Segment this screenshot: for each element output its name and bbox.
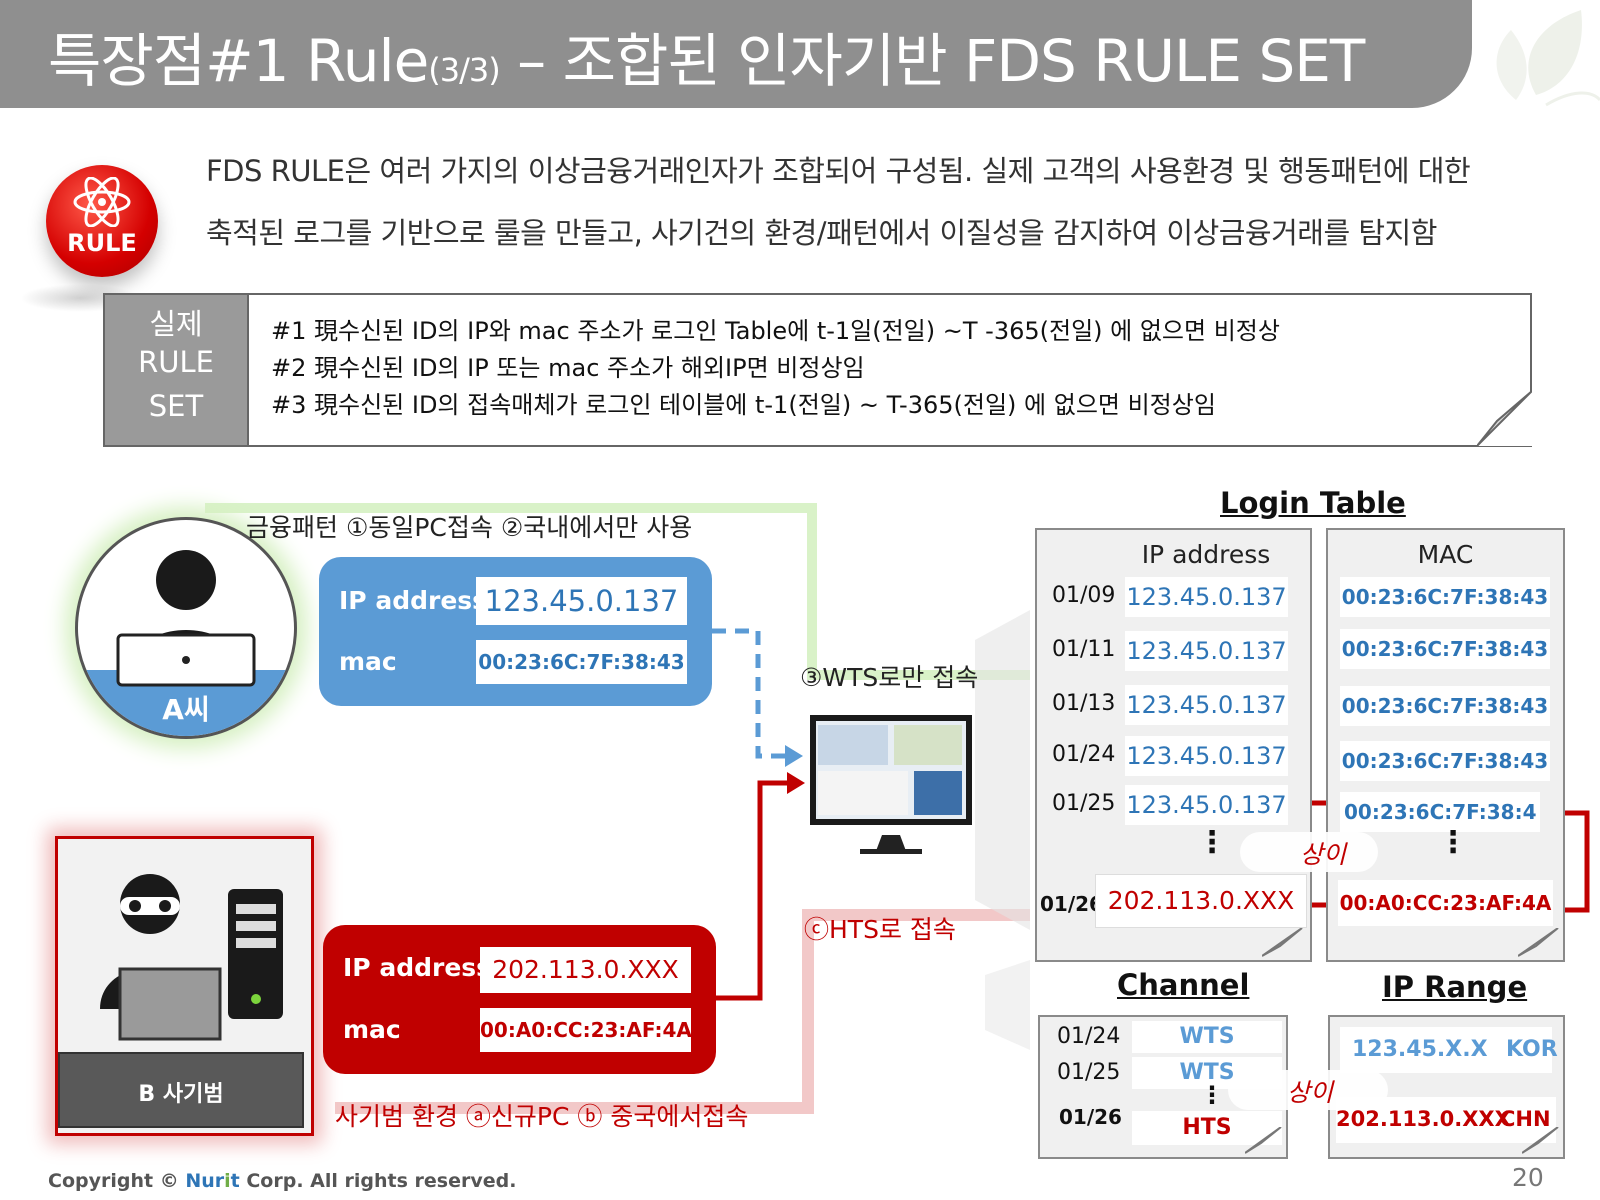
login-row-date: 01/09: [1052, 583, 1116, 608]
login-row-date: 01/24: [1052, 742, 1116, 767]
channel-panel: 01/24 WTS 01/25 WTS ⋮ 01/26 HTS: [1038, 1015, 1288, 1159]
login-diff-label: 상이: [1300, 840, 1347, 869]
woman-laptop-icon: [78, 550, 294, 736]
ip-range-title: IP Range: [1382, 970, 1528, 1004]
user-b-card: B 사기범: [55, 836, 314, 1136]
wts-note: ③WTS로만 접속: [800, 663, 979, 692]
page-curl-decoration: [1522, 1127, 1559, 1154]
leaf-decoration-icon: [1496, 10, 1600, 107]
hacker-pc-icon: [100, 874, 283, 1041]
diff-bubble: [1240, 832, 1378, 872]
login-row-date: 01/25: [1052, 791, 1116, 816]
copyright: Copyright © Nurit Corp. All rights reser…: [48, 1170, 516, 1192]
channel-title: Channel: [1117, 968, 1250, 1002]
login-mac-dots: ⋮: [1438, 825, 1468, 860]
rule-item: #1 現수신된 ID의 IP와 mac 주소가 로그인 Table에 t-1일(…: [271, 317, 1280, 345]
rule-badge: RULE: [46, 165, 158, 277]
login-new-date: 01/26: [1040, 892, 1103, 916]
ip-range-value: 202.113.0.XXX: [1336, 1107, 1511, 1131]
brand-part: Nur: [185, 1170, 225, 1192]
user-a-ip-value: 123.45.0.137: [476, 577, 687, 625]
user-a-mac-label: mac: [339, 647, 397, 676]
channel-row-date: 01/25: [1057, 1060, 1121, 1085]
rule-set-side-label: SET: [148, 389, 204, 423]
login-row-mac: 00:23:6C:7F:38:43: [1340, 741, 1550, 781]
login-row-date: 01/13: [1052, 691, 1116, 716]
diff-bubble: [1228, 1070, 1388, 1110]
ip-range-value: 123.45.X.X: [1352, 1037, 1488, 1062]
atom-icon: [73, 177, 131, 227]
title-main: 특장점#1 Rule: [48, 27, 429, 95]
user-a-ip-label: IP address: [339, 586, 488, 615]
page-curl-decoration: [1245, 1127, 1282, 1154]
user-a-panel: IP address 123.45.0.137 mac 00:23:6C:7F:…: [319, 557, 712, 706]
login-table-mac-panel: MAC 00:23:6C:7F:38:43 00:23:6C:7F:38:43 …: [1326, 528, 1565, 962]
brand-part: t: [230, 1170, 240, 1192]
ip-range-panel: 123.45.X.X KOR 202.113.0.XXX CHN: [1328, 1015, 1565, 1159]
login-new-mac: 00:A0:CC:23:AF:4A: [1338, 880, 1553, 926]
title-sub: (3/3): [428, 51, 500, 89]
user-b-name: B 사기범: [138, 1082, 224, 1107]
ip-range-country: CHN: [1500, 1107, 1551, 1131]
channel-row-date: 01/26: [1059, 1105, 1122, 1129]
login-table-mac-header: MAC: [1417, 540, 1474, 569]
login-table-title: Login Table: [1220, 486, 1406, 520]
rule-set-side-label: 실제: [149, 307, 203, 341]
user-b-label-box: B 사기범: [58, 1052, 304, 1128]
title-bar: [0, 0, 1472, 108]
user-b-ip-value: 202.113.0.XXX: [480, 947, 691, 993]
ip-range-row: 123.45.X.X KOR: [1340, 1027, 1558, 1073]
login-row-mac: 00:23:6C:7F:38:4: [1340, 792, 1540, 832]
copyright-prefix: Copyright ©: [48, 1170, 186, 1192]
monitor-icon: [810, 715, 972, 854]
login-table-ip-header: IP address: [1141, 540, 1271, 569]
login-row-mac: 00:23:6C:7F:38:43: [1340, 577, 1550, 617]
user-b-mac-value: 00:A0:CC:23:AF:4A: [480, 1008, 692, 1052]
channel-dots: ⋮: [1200, 1081, 1224, 1109]
login-row-ip: 123.45.0.137: [1125, 577, 1288, 617]
login-row-date: 01/11: [1052, 637, 1116, 662]
intro-line-2: 축적된 로그를 기반으로 룰을 만들고, 사기건의 환경/패턴에서 이질성을 감…: [206, 216, 1437, 250]
title-rest: – 조합된 인자기반 FDS RULE SET: [499, 27, 1365, 95]
page-curl-decoration: [1262, 928, 1303, 957]
user-b-ip-label: IP address: [343, 953, 492, 982]
rule-set-side-label: RULE: [138, 345, 214, 379]
hts-note: ⓒHTS로 접속: [804, 915, 956, 944]
page-curl-decoration: [1518, 928, 1559, 957]
ip-range-country: KOR: [1506, 1037, 1558, 1062]
ip-range-diff-label: 상이: [1287, 1078, 1334, 1107]
login-row-ip: 123.45.0.137: [1125, 631, 1288, 671]
login-row-ip: 123.45.0.137: [1125, 785, 1288, 825]
page-title: 특장점#1 Rule(3/3) – 조합된 인자기반 FDS RULE SET: [48, 14, 1365, 98]
rule-badge-label: RULE: [67, 229, 137, 257]
copyright-suffix: Corp. All rights reserved.: [239, 1170, 517, 1192]
user-a-mac-value: 00:23:6C:7F:38:43: [476, 640, 687, 684]
rule-set-box: 실제 RULE SET #1 現수신된 ID의 IP와 mac 주소가 로그인 …: [103, 293, 1532, 447]
login-ip-dots: ⋮: [1197, 825, 1227, 860]
page-curl-decoration: [1477, 391, 1532, 446]
login-row-mac: 00:23:6C:7F:38:43: [1340, 629, 1550, 669]
rule-set-side: 실제 RULE SET: [105, 295, 249, 445]
user-a-pattern: 금융패턴 ①동일PC접속 ②국내에서만 사용: [246, 513, 693, 542]
login-row-ip: 123.45.0.137: [1125, 736, 1288, 776]
login-row-mac: 00:23:6C:7F:38:43: [1340, 686, 1550, 726]
intro-line-1: FDS RULE은 여러 가지의 이상금융거래인자가 조합되어 구성됨. 실제 …: [206, 154, 1471, 188]
rule-item: #3 現수신된 ID의 접속매체가 로그인 테이블에 t-1(전일) ~ T-3…: [271, 391, 1216, 419]
login-row-ip: 123.45.0.137: [1125, 685, 1288, 725]
rule-item: #2 現수신된 ID의 IP 또는 mac 주소가 해외IP면 비정상임: [271, 354, 865, 382]
ip-range-row: 202.113.0.XXX CHN: [1336, 1097, 1556, 1143]
user-a-name: A씨: [162, 693, 210, 726]
channel-row-value: HTS: [1132, 1111, 1282, 1145]
user-b-env: 사기범 환경 ⓐ신규PC ⓑ 중국에서접속: [335, 1102, 749, 1131]
page-number: 20: [1512, 1163, 1544, 1192]
login-new-ip: 202.113.0.XXX: [1095, 874, 1307, 928]
login-table-ip-panel: IP address 01/09 123.45.0.137 01/11 123.…: [1035, 528, 1312, 962]
user-b-mac-label: mac: [343, 1015, 401, 1044]
user-b-panel: IP address 202.113.0.XXX mac 00:A0:CC:23…: [323, 925, 716, 1074]
brand-part: i: [224, 1170, 231, 1192]
user-a-avatar: A씨: [75, 517, 297, 739]
channel-row-date: 01/24: [1057, 1024, 1121, 1049]
channel-row-value: WTS: [1132, 1021, 1282, 1053]
